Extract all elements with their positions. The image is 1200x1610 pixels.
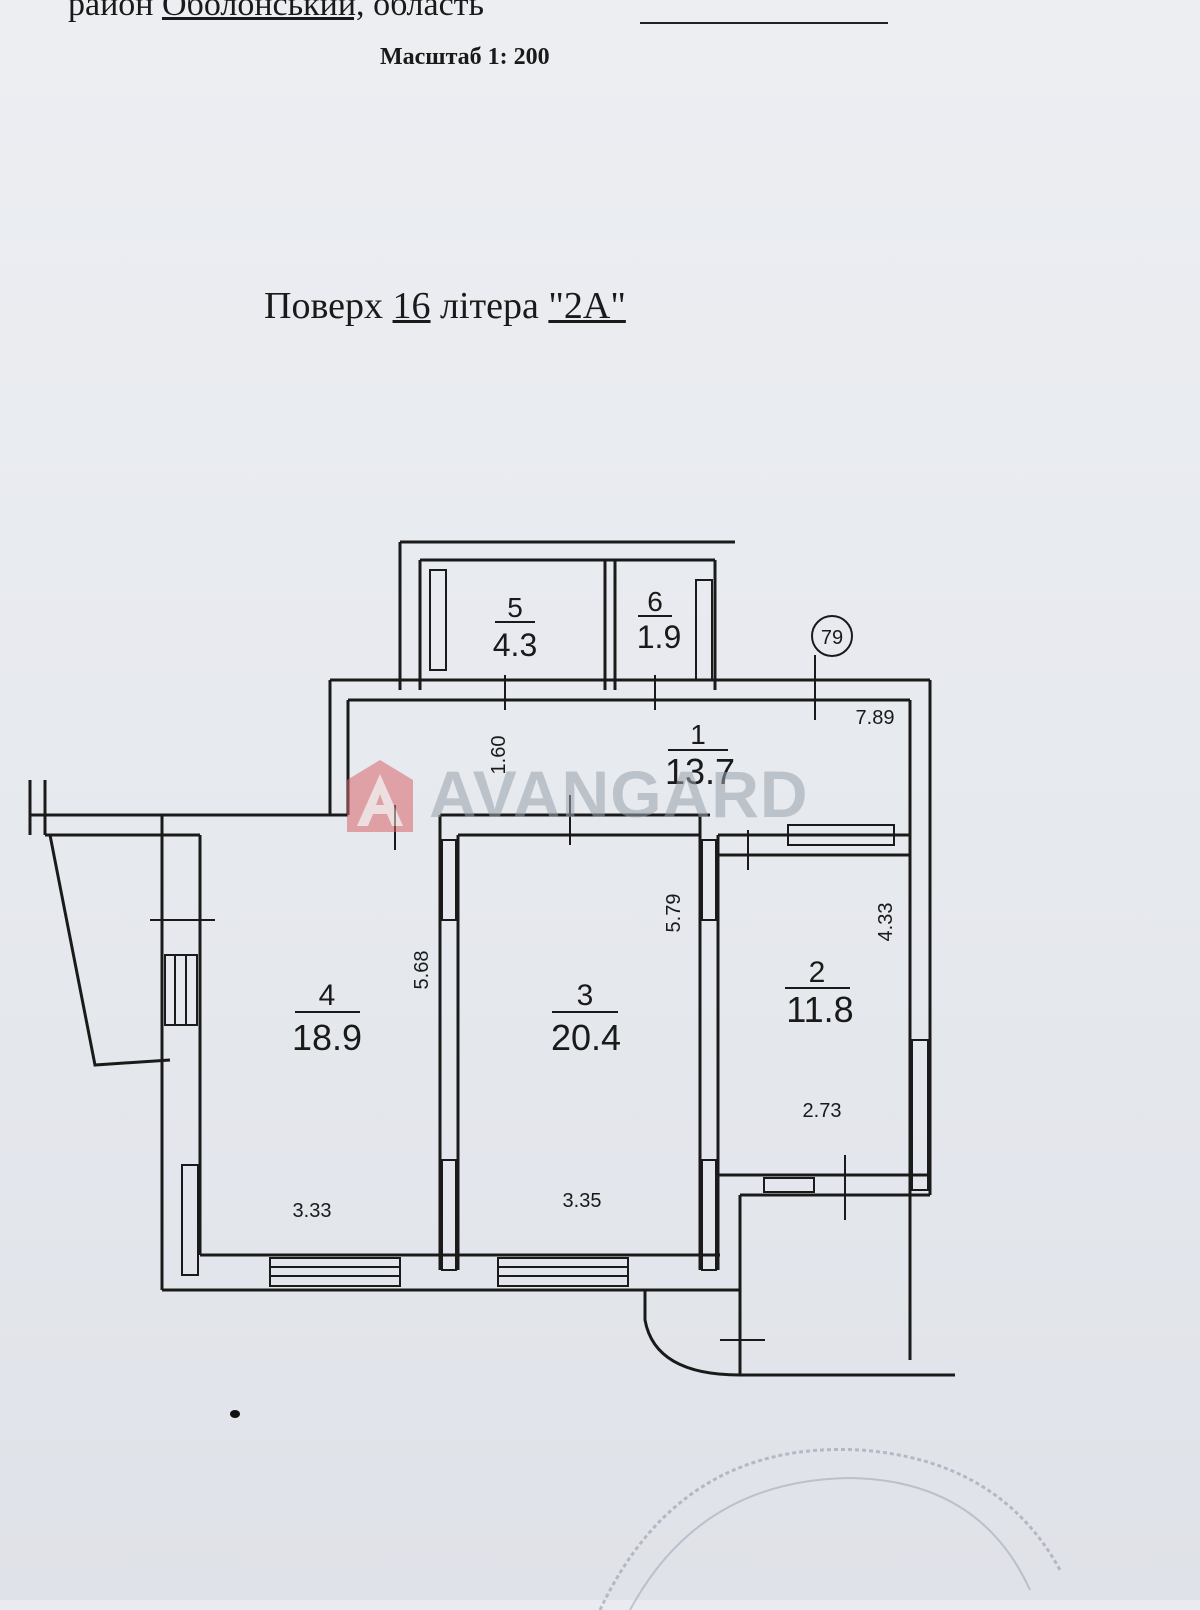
district-label: район bbox=[68, 0, 154, 23]
plan-windows bbox=[164, 569, 929, 1287]
district-name: Оболонський, bbox=[161, 0, 365, 23]
official-stamp bbox=[598, 1447, 1062, 1610]
plan-walls bbox=[28, 540, 955, 1377]
floor-letter: "2А" bbox=[548, 285, 626, 327]
apartment-number-marker: 79 bbox=[811, 615, 853, 657]
room-3-number: 3 bbox=[577, 979, 594, 1012]
room-2-length-dim: 4.33 bbox=[875, 903, 897, 942]
room-5-area: 4.3 bbox=[493, 627, 537, 663]
ink-dot bbox=[230, 1410, 240, 1418]
room-6-area: 1.9 bbox=[637, 619, 681, 655]
room-6-number: 6 bbox=[647, 586, 663, 617]
room-2-area: 11.8 bbox=[786, 989, 853, 1030]
floor-title: Поверх 16 літера "2А" bbox=[264, 284, 626, 328]
scale-label: Масштаб 1: 200 bbox=[380, 44, 550, 70]
room-2-number: 2 bbox=[809, 956, 826, 989]
room-4-width-dim: 3.33 bbox=[293, 1200, 332, 1222]
room-4-area: 18.9 bbox=[292, 1017, 362, 1058]
watermark: AVANGARD bbox=[345, 752, 865, 842]
room-1-area: 13.7 bbox=[665, 751, 735, 792]
hall-length-dim: 7.89 bbox=[856, 707, 895, 729]
region-blank-line bbox=[640, 22, 888, 24]
apartment-number: 79 bbox=[821, 627, 843, 649]
room-labels: 5 4.3 6 1.9 1 13.7 4 18.9 3 20.4 2 11.8 bbox=[292, 586, 854, 1058]
region-label: область bbox=[373, 0, 485, 23]
dimension-labels: 7.89 1.60 5.68 3.33 5.79 3.35 4.33 2.73 bbox=[293, 707, 897, 1222]
room-3-area: 20.4 bbox=[551, 1017, 621, 1058]
room-4-length-dim: 5.68 bbox=[411, 951, 433, 990]
floor-letter-label: літера bbox=[440, 285, 539, 327]
room-2-width-dim: 2.73 bbox=[803, 1100, 842, 1122]
hall-width-dim: 1.60 bbox=[488, 736, 510, 775]
room-3-width-dim: 3.35 bbox=[563, 1190, 602, 1212]
avangard-logo-icon bbox=[347, 760, 413, 832]
room-5-number: 5 bbox=[507, 592, 523, 623]
address-line: район Оболонський, область bbox=[68, 0, 484, 24]
watermark-text: AVANGARD bbox=[429, 757, 809, 831]
floor-number: 16 bbox=[392, 285, 431, 327]
floor-prefix: Поверх bbox=[264, 285, 384, 327]
room-4-number: 4 bbox=[319, 979, 336, 1012]
room-1-number: 1 bbox=[690, 719, 706, 750]
room-3-length-dim: 5.79 bbox=[663, 894, 685, 933]
